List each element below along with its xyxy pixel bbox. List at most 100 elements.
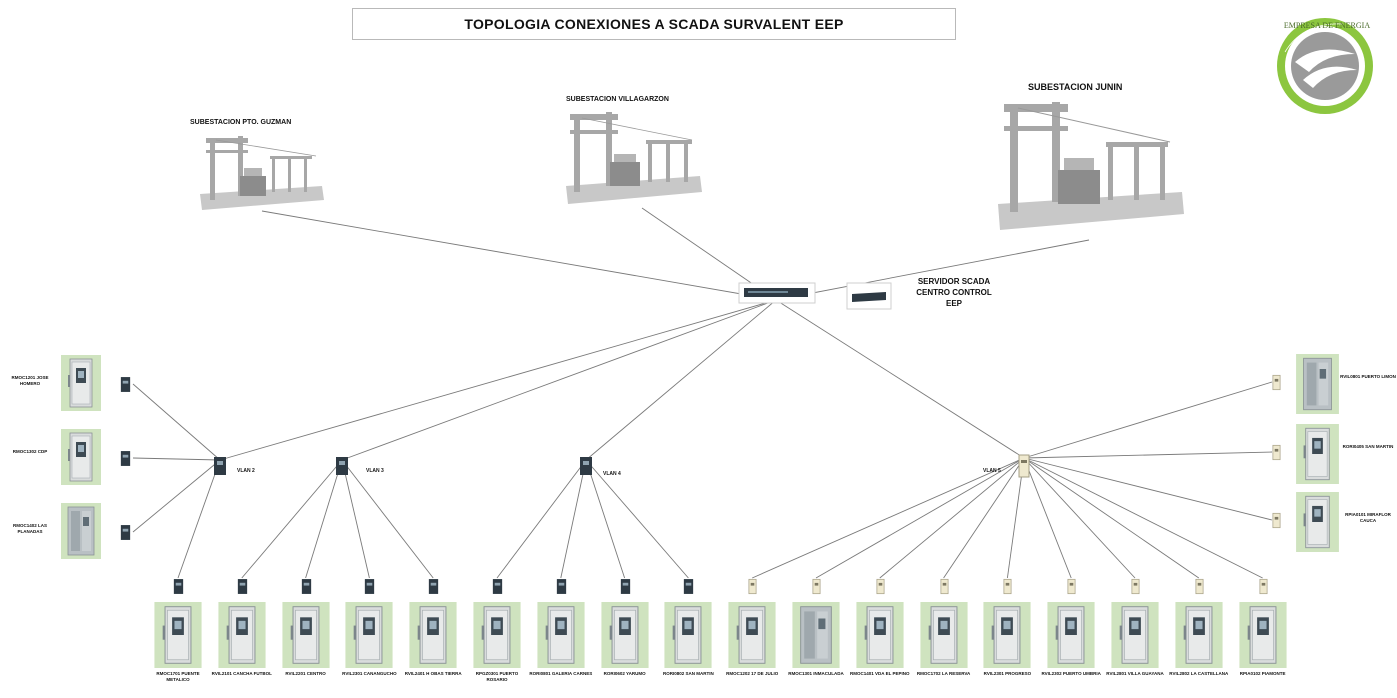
company-logo: EMPRESA DE ENERGIA xyxy=(1277,18,1373,114)
scada-switch-icon xyxy=(738,282,816,304)
link-vlan-2-to-rmoc1201-jose-homero xyxy=(132,383,221,461)
label-rvil0801-puerto-limon: RVIL0801 PUERTO LIMON xyxy=(1340,374,1396,379)
switch-rmoc1202-17-de-julio xyxy=(748,578,757,595)
vlan-4-label: VLAN 4 xyxy=(603,471,621,477)
cabinet-rvil2301-canangucho xyxy=(345,602,393,668)
server-label-line-2: CENTRO CONTROL xyxy=(916,288,992,297)
label-rmoc1701-puente-metalico: RMOC1701 PUENTE METALICO xyxy=(156,671,200,682)
label-rvil2401-h-obas-tierra: RVIL2401 H OBAS TIERRA xyxy=(404,671,462,676)
substation-junin-icon xyxy=(998,102,1184,230)
link-hub-to-vlan-4 xyxy=(585,299,777,461)
label-rmoc1202-17-de-julio: RMOC1202 17 DE JULIO xyxy=(726,671,779,676)
label-rori0801-galeria-carnes: RORI0801 GALERIA CARNES xyxy=(529,671,593,676)
link-vlan-5-to-rvil2802-la-castellana xyxy=(1023,457,1200,579)
link-vlan-4-to-rori0801-galeria-carnes xyxy=(560,459,587,579)
switch-rpgz0301-puerto-rosario xyxy=(492,579,503,594)
link-vlan-2-to-rmoc1302-cdp xyxy=(132,457,221,461)
link-vlan-4-to-rori0602-yarumo xyxy=(585,459,626,579)
scada-server-icon xyxy=(846,282,892,310)
vlan-2-label: VLAN 2 xyxy=(237,468,255,474)
substation-junin-label: SUBESTACION JUNIN xyxy=(1028,82,1123,92)
link-vlan-2-to-rmoc1701-puente-metalico xyxy=(177,459,221,579)
label-rmoc1201-jose-homero: RMOC1201 JOSE HOMERO xyxy=(11,375,49,386)
substation-villagarzon-label: SUBESTACION VILLAGARZON xyxy=(566,96,669,103)
cabinet-rmoc1302-cdp xyxy=(61,429,101,485)
label-rori0802-san-martin: RORI0802 SAN MARTIN xyxy=(663,671,714,676)
switch-rori0405-san-martin xyxy=(1272,444,1281,461)
link-vlan-3-to-rvil2201-centro xyxy=(305,459,343,579)
label-rmoc1301-inmaculada: RMOC1301 INMACULADA xyxy=(788,671,844,676)
cabinet-rpia0101-miraflor-cauca xyxy=(1296,492,1339,552)
link-vlan-5-to-rpia0101-miraflor-cauca xyxy=(1023,457,1273,521)
link-vlan-5-to-rpia0102-piamonte xyxy=(1023,457,1263,579)
switch-rpia0101-miraflor-cauca xyxy=(1272,512,1281,529)
switch-rpia0102-piamonte xyxy=(1259,578,1268,595)
cabinet-rpia0102-piamonte xyxy=(1239,602,1287,668)
link-vlan-5-to-rmoc1301-inmaculada xyxy=(815,457,1025,579)
label-rmoc1302-cdp: RMOC1302 CDP xyxy=(12,449,48,454)
cabinet-rpgz0301-puerto-rosario xyxy=(473,602,521,668)
server-label-line-1: SERVIDOR SCADA xyxy=(917,277,991,286)
switch-rvil2802-la-castellana xyxy=(1195,578,1204,595)
switch-rvil2301-progreso xyxy=(1003,578,1012,595)
vlan-3-label: VLAN 3 xyxy=(366,468,384,474)
cabinet-rmoc1201-jose-homero xyxy=(61,355,101,411)
cabinet-rvil2802-la-castellana xyxy=(1175,602,1223,668)
vlan-2-switch-icon xyxy=(214,457,226,475)
substation-villagarzon-icon xyxy=(566,112,702,204)
cabinet-rori0802-san-martin xyxy=(664,602,712,668)
switch-rvil2301-canangucho xyxy=(365,579,375,594)
switch-rvil2201-centro xyxy=(301,579,311,594)
link-hub-to-junin xyxy=(775,239,1090,301)
substation-pto-guzman-icon xyxy=(200,136,324,210)
cabinet-rmoc1401-vda-el-pepino xyxy=(856,602,904,668)
switch-rvil2101-cancha-futbol xyxy=(237,579,247,594)
vlan-4-switch-icon xyxy=(580,457,592,475)
diagram-title: TOPOLOGIA CONEXIONES A SCADA SURVALENT E… xyxy=(352,8,956,40)
vlan-3-switch-icon xyxy=(336,457,348,475)
switch-rvil2401-h-obas-tierra xyxy=(429,579,439,594)
label-rmoc1402-las-planadas: RMOC1402 LAS PLANADAS xyxy=(12,523,47,534)
cabinet-rmoc1701-puente-metalico xyxy=(154,602,202,668)
switch-rori0801-galeria-carnes xyxy=(556,579,566,594)
cabinet-rvil2301-progreso xyxy=(983,602,1031,668)
label-rvil2801-villa-guayana: RVIL2801 VILLA GUAYANA xyxy=(1106,671,1164,676)
link-hub-to-vlan-5 xyxy=(775,299,1025,459)
link-hub-to-vlan-3 xyxy=(341,299,777,461)
server-label-line-3: EEP xyxy=(945,299,962,308)
label-rvil2101-cancha-futbol: RVIL2101 CANCHA FUTBOL xyxy=(211,671,272,676)
label-rvil2301-canangucho: RVIL2301 CANANGUCHO xyxy=(342,671,397,676)
switch-rmoc1401-vda-el-pepino xyxy=(876,578,885,595)
label-rori0405-san-martin: RORI0405 SAN MARTIN xyxy=(1342,444,1394,449)
link-vlan-2-to-rmoc1402-las-planadas xyxy=(132,459,221,533)
link-vlan-5-to-rvil2302-puerto-umbria xyxy=(1023,457,1072,579)
cabinet-rvil2201-centro xyxy=(282,602,330,668)
link-vlan-4-to-rpgz0301-puerto-rosario xyxy=(496,459,587,579)
link-vlan-3-to-rvil2301-canangucho xyxy=(341,459,370,579)
switch-rori0802-san-martin xyxy=(684,579,694,594)
link-vlan-5-to-rmoc1401-vda-el-pepino xyxy=(879,457,1025,579)
link-vlan-3-to-rvil2101-cancha-futbol xyxy=(241,459,343,579)
link-vlan-4-to-rori0802-san-martin xyxy=(585,459,689,579)
cabinet-rvil2302-puerto-umbria xyxy=(1047,602,1095,668)
logo-text: EMPRESA DE ENERGIA xyxy=(1284,21,1370,30)
cabinet-rmoc1301-inmaculada xyxy=(792,602,840,668)
substation-pto-guzman-label: SUBESTACION PTO. GUZMAN xyxy=(190,119,292,126)
switch-rvil2302-puerto-umbria xyxy=(1067,578,1076,595)
link-vlan-5-to-rvil2801-villa-guayana xyxy=(1023,457,1136,579)
link-vlan-5-to-rmoc1702-la-reserva xyxy=(943,457,1025,579)
cabinet-rmoc1202-17-de-julio xyxy=(728,602,776,668)
cabinet-rori0801-galeria-carnes xyxy=(537,602,585,668)
switch-rmoc1301-inmaculada xyxy=(812,578,821,595)
switch-rmoc1302-cdp xyxy=(120,451,131,466)
label-rvil2201-centro: RVIL2201 CENTRO xyxy=(285,671,326,676)
switch-rmoc1201-jose-homero xyxy=(120,377,131,392)
cabinet-rmoc1402-las-planadas xyxy=(61,503,101,559)
label-rori0602-yarumo: RORI0602 YARUMO xyxy=(603,671,646,676)
scada-server-label: SERVIDOR SCADA CENTRO CONTROL EEP xyxy=(902,276,1006,309)
cabinet-rvil2801-villa-guayana xyxy=(1111,602,1159,668)
switch-rvil0801-puerto-limon xyxy=(1272,374,1281,391)
link-vlan-3-to-rvil2401-h-obas-tierra xyxy=(341,459,434,579)
label-rvil2302-puerto-umbria: RVIL2302 PUERTO UMBRIA xyxy=(1041,671,1101,676)
